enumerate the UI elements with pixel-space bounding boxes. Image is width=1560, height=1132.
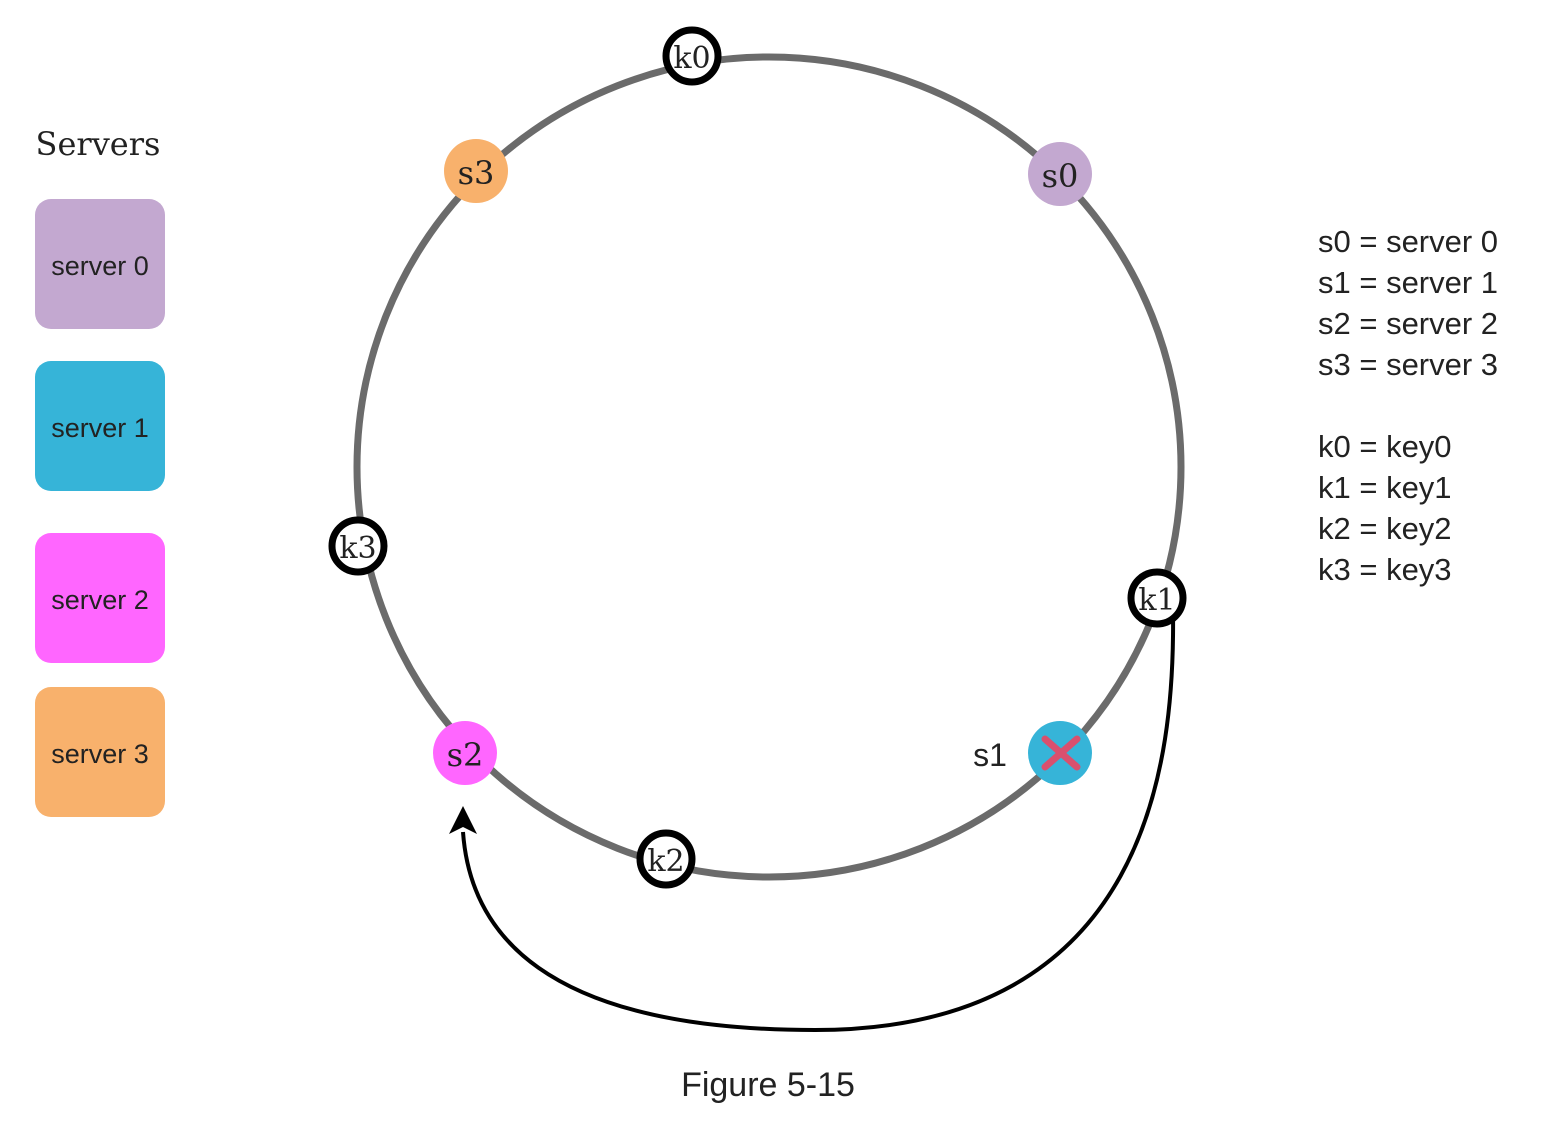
svg-text:k0: k0 [673,41,710,76]
abbrev-s3: s3 = server 3 [1318,347,1498,382]
s1-label: s1 [973,737,1007,773]
legend-server-1: server 1 [35,361,165,491]
svg-text:k3: k3 [339,531,376,566]
abbrev-s0: s0 = server 0 [1318,224,1498,259]
ring-key-k0: k0 [662,26,722,86]
ring-key-k1: k1 [1127,568,1187,628]
svg-text:k2: k2 [647,844,684,879]
abbreviation-legend: s0 = server 0 s1 = server 1 s2 = server … [1318,224,1498,587]
legend-server-2: server 2 [35,533,165,663]
arrowhead-icon [449,806,477,834]
svg-text:s0: s0 [1042,157,1079,195]
ring-key-k3: k3 [328,516,388,576]
legend-server-0-label: server 0 [51,251,149,281]
abbrev-k3: k3 = key3 [1318,552,1452,587]
svg-text:s2: s2 [447,736,484,774]
redirect-arrow [461,609,1176,1033]
abbrev-k1: k1 = key1 [1318,470,1452,505]
abbrev-k2: k2 = key2 [1318,511,1452,546]
svg-text:k1: k1 [1138,583,1175,618]
hash-ring [353,53,1185,881]
legend-server-2-label: server 2 [51,585,149,615]
abbrev-k0: k0 = key0 [1318,429,1452,464]
ring-server-s1-removed: s1 [973,721,1092,785]
legend-title: Servers [36,125,161,163]
svg-text:s3: s3 [458,154,495,192]
ring-server-s3: s3 [444,139,508,203]
figure-caption: Figure 5-15 [681,1066,855,1104]
ring-server-s0: s0 [1028,142,1092,206]
ring-key-k2: k2 [636,829,696,889]
legend-server-0: server 0 [35,199,165,329]
cross-icon [1041,735,1081,771]
legend-server-1-label: server 1 [51,413,149,443]
legend-server-3: server 3 [35,687,165,817]
abbrev-s1: s1 = server 1 [1318,265,1498,300]
legend-server-3-label: server 3 [51,739,149,769]
ring-server-s2: s2 [433,721,497,785]
abbrev-s2: s2 = server 2 [1318,306,1498,341]
